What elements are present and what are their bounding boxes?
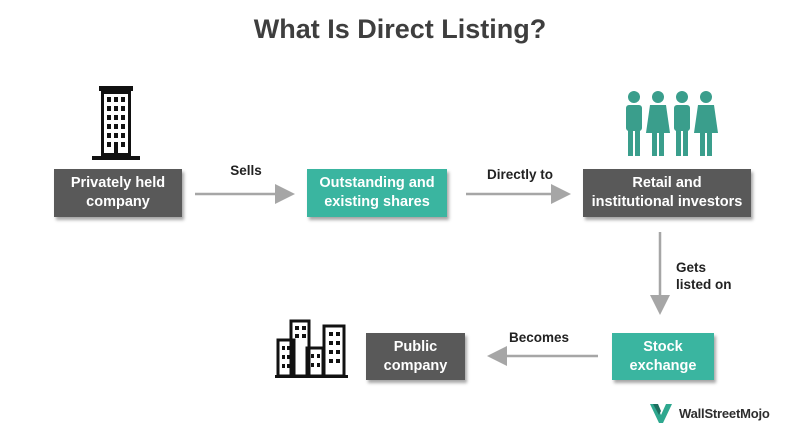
diagram-title: What Is Direct Listing? — [253, 14, 547, 44]
edge-label-directly-to: Directly to — [486, 167, 554, 182]
edge-label-sells: Sells — [230, 163, 262, 178]
wallstreetmojo-logo: WallStreetMojo — [648, 401, 770, 425]
node-investors-label: Retail and institutional investors — [591, 175, 743, 210]
node-public-company-label: Public company — [383, 338, 448, 374]
people-group-icon — [626, 91, 718, 156]
node-stock-exchange: Stock exchange — [612, 333, 714, 380]
node-private-company-label: Privately held company — [70, 175, 166, 210]
edge-label-gets-listed-on: Gets listed on — [676, 260, 732, 292]
node-private-company: Privately held company — [54, 169, 182, 217]
node-public-company: Public company — [366, 333, 465, 380]
city-buildings-icon — [275, 319, 348, 378]
node-shares-label: Outstanding and existing shares — [319, 175, 435, 210]
node-investors: Retail and institutional investors — [583, 169, 751, 217]
node-shares: Outstanding and existing shares — [307, 169, 447, 217]
logo-text: WallStreetMojo — [679, 405, 770, 421]
wallstreetmojo-logo-icon — [650, 404, 672, 423]
node-stock-exchange-label: Stock exchange — [629, 338, 697, 374]
edge-label-becomes: Becomes — [508, 330, 570, 345]
office-building-icon — [92, 86, 140, 160]
